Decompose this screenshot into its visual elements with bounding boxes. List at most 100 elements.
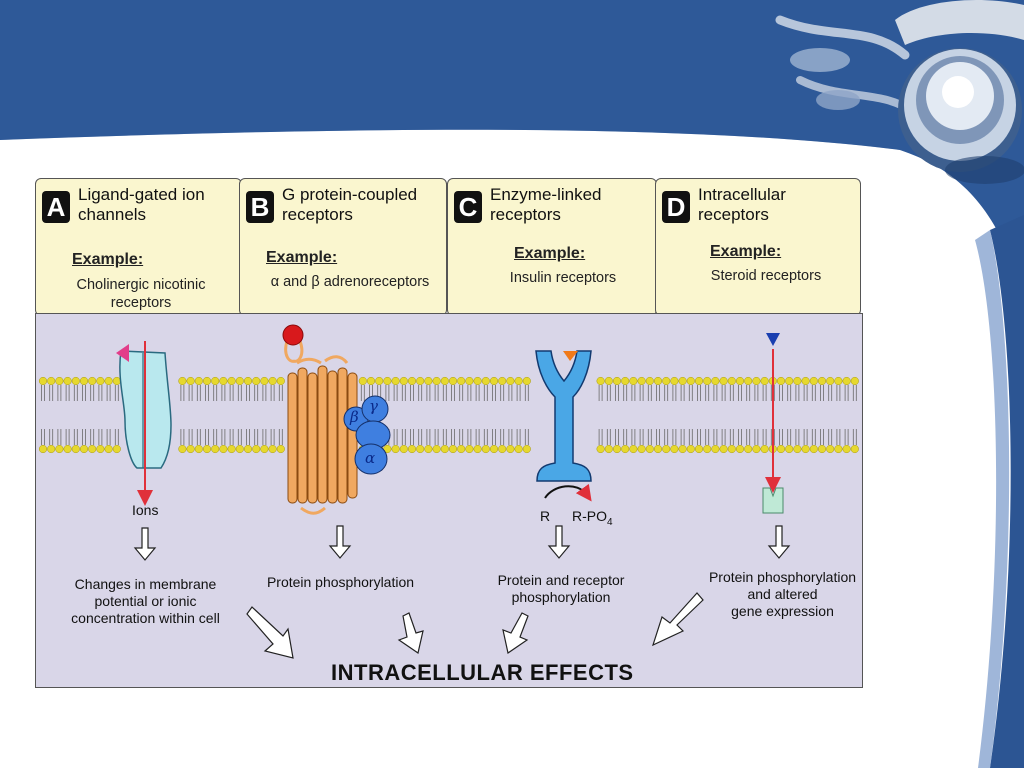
lipid-tail — [82, 385, 86, 401]
ions-label: Ions — [132, 502, 159, 518]
lipid-head — [694, 444, 704, 454]
lipid-tail — [90, 429, 95, 445]
lipid-head — [104, 444, 113, 454]
lipid-head — [178, 444, 187, 454]
lipid-tail — [738, 429, 742, 445]
lipid-tail — [213, 429, 218, 445]
lipid-tail — [811, 429, 816, 445]
lipid-head — [219, 444, 228, 454]
lipid-tail — [278, 429, 283, 445]
lipid-head — [596, 444, 605, 454]
intracellular-receptor — [762, 333, 784, 514]
lipid-head — [71, 444, 80, 454]
lipid-head — [63, 444, 72, 454]
lipid-head — [678, 376, 687, 386]
outcome-b: Protein phosphorylation — [266, 574, 415, 590]
lipid-head — [785, 376, 794, 386]
lipid-head — [678, 444, 687, 454]
lipid-head — [38, 376, 48, 386]
lipid-head — [424, 376, 433, 386]
lipid-tail — [451, 429, 455, 445]
lipid-tail — [270, 429, 275, 445]
lipid-head — [440, 376, 449, 386]
lipid-tail — [647, 385, 652, 401]
lipid-tail — [237, 385, 242, 401]
lipid-head — [809, 444, 818, 454]
lipid-tail — [705, 429, 710, 445]
ligand-icon — [766, 333, 780, 346]
panel-c-header: C Enzyme-linked receptors Example: Insul… — [447, 178, 657, 316]
lipid-tail — [221, 385, 226, 401]
lipid-head — [711, 444, 720, 454]
stethoscope-icon — [775, 0, 1024, 184]
lipid-head — [96, 444, 105, 454]
lipid-head — [489, 444, 499, 454]
lipid-head — [252, 376, 261, 386]
lipid-tail — [721, 385, 726, 401]
lipid-tail — [729, 429, 734, 445]
lipid-head — [637, 376, 646, 386]
lipid-tail — [459, 385, 464, 401]
lipid-head — [112, 376, 121, 386]
lipid-head — [694, 376, 704, 386]
lipid-head — [465, 444, 474, 454]
lipid-head — [834, 376, 843, 386]
lipid-head — [703, 376, 712, 386]
lipid-tail — [647, 429, 652, 445]
lipid-tail — [196, 385, 201, 401]
panel-a-example: Cholinergic nicotinic receptors — [76, 277, 206, 311]
lipid-tail — [623, 385, 628, 401]
lipid-head — [457, 444, 466, 454]
down-arrow-icon — [767, 525, 791, 559]
lipid-bilayer — [38, 376, 859, 454]
lipid-head — [448, 444, 458, 454]
lipid-tail — [459, 429, 464, 445]
lipid-head — [596, 376, 605, 386]
lipid-tail — [401, 385, 406, 401]
lipid-tail — [656, 385, 660, 401]
lipid-head — [514, 444, 523, 454]
panel-d-header: D Intracellular receptors Example: Stero… — [655, 178, 861, 316]
lipid-head — [719, 376, 728, 386]
lipid-head — [785, 444, 794, 454]
lipid-head — [604, 444, 613, 454]
lipid-head — [621, 444, 630, 454]
panel-a-example-label: Example: — [72, 251, 144, 268]
lipid-head — [186, 444, 195, 454]
lipid-head — [38, 444, 48, 454]
lipid-head — [47, 376, 56, 386]
lipid-tail — [598, 385, 603, 401]
lipid-tail — [262, 385, 267, 401]
cytoplasm-area — [35, 313, 863, 688]
lipid-head — [506, 376, 515, 386]
lipid-head — [432, 376, 441, 386]
lipid-head — [604, 376, 613, 386]
lipid-tail — [852, 429, 857, 445]
lipid-head — [670, 376, 679, 386]
lipid-head — [399, 376, 408, 386]
enzyme-linked-receptor — [535, 350, 592, 502]
panel-c-example: Insulin receptors — [509, 270, 617, 286]
lipid-head — [243, 376, 253, 386]
lipid-head — [55, 376, 64, 386]
lipid-head — [842, 376, 851, 386]
down-arrow-icon — [133, 527, 157, 561]
lipid-head — [407, 376, 417, 386]
lipid-tail — [803, 429, 808, 445]
arrow-icon — [652, 592, 704, 647]
lipid-head — [416, 444, 425, 454]
lipid-head — [826, 444, 835, 454]
lipid-tail — [483, 385, 488, 401]
receptor-figure: A Ligand-gated ion channels Example: Cho… — [25, 163, 875, 705]
lipid-tail — [180, 385, 185, 401]
lipid-tail — [729, 385, 734, 401]
lipid-tail — [73, 429, 78, 445]
lipid-head — [252, 444, 261, 454]
lipid-tail — [418, 385, 423, 401]
lipid-tail — [98, 429, 103, 445]
lipid-head — [383, 376, 392, 386]
converging-arrows — [246, 592, 704, 659]
down-arrow-icon — [328, 525, 352, 559]
lipid-head — [489, 376, 499, 386]
lipid-head — [96, 376, 105, 386]
